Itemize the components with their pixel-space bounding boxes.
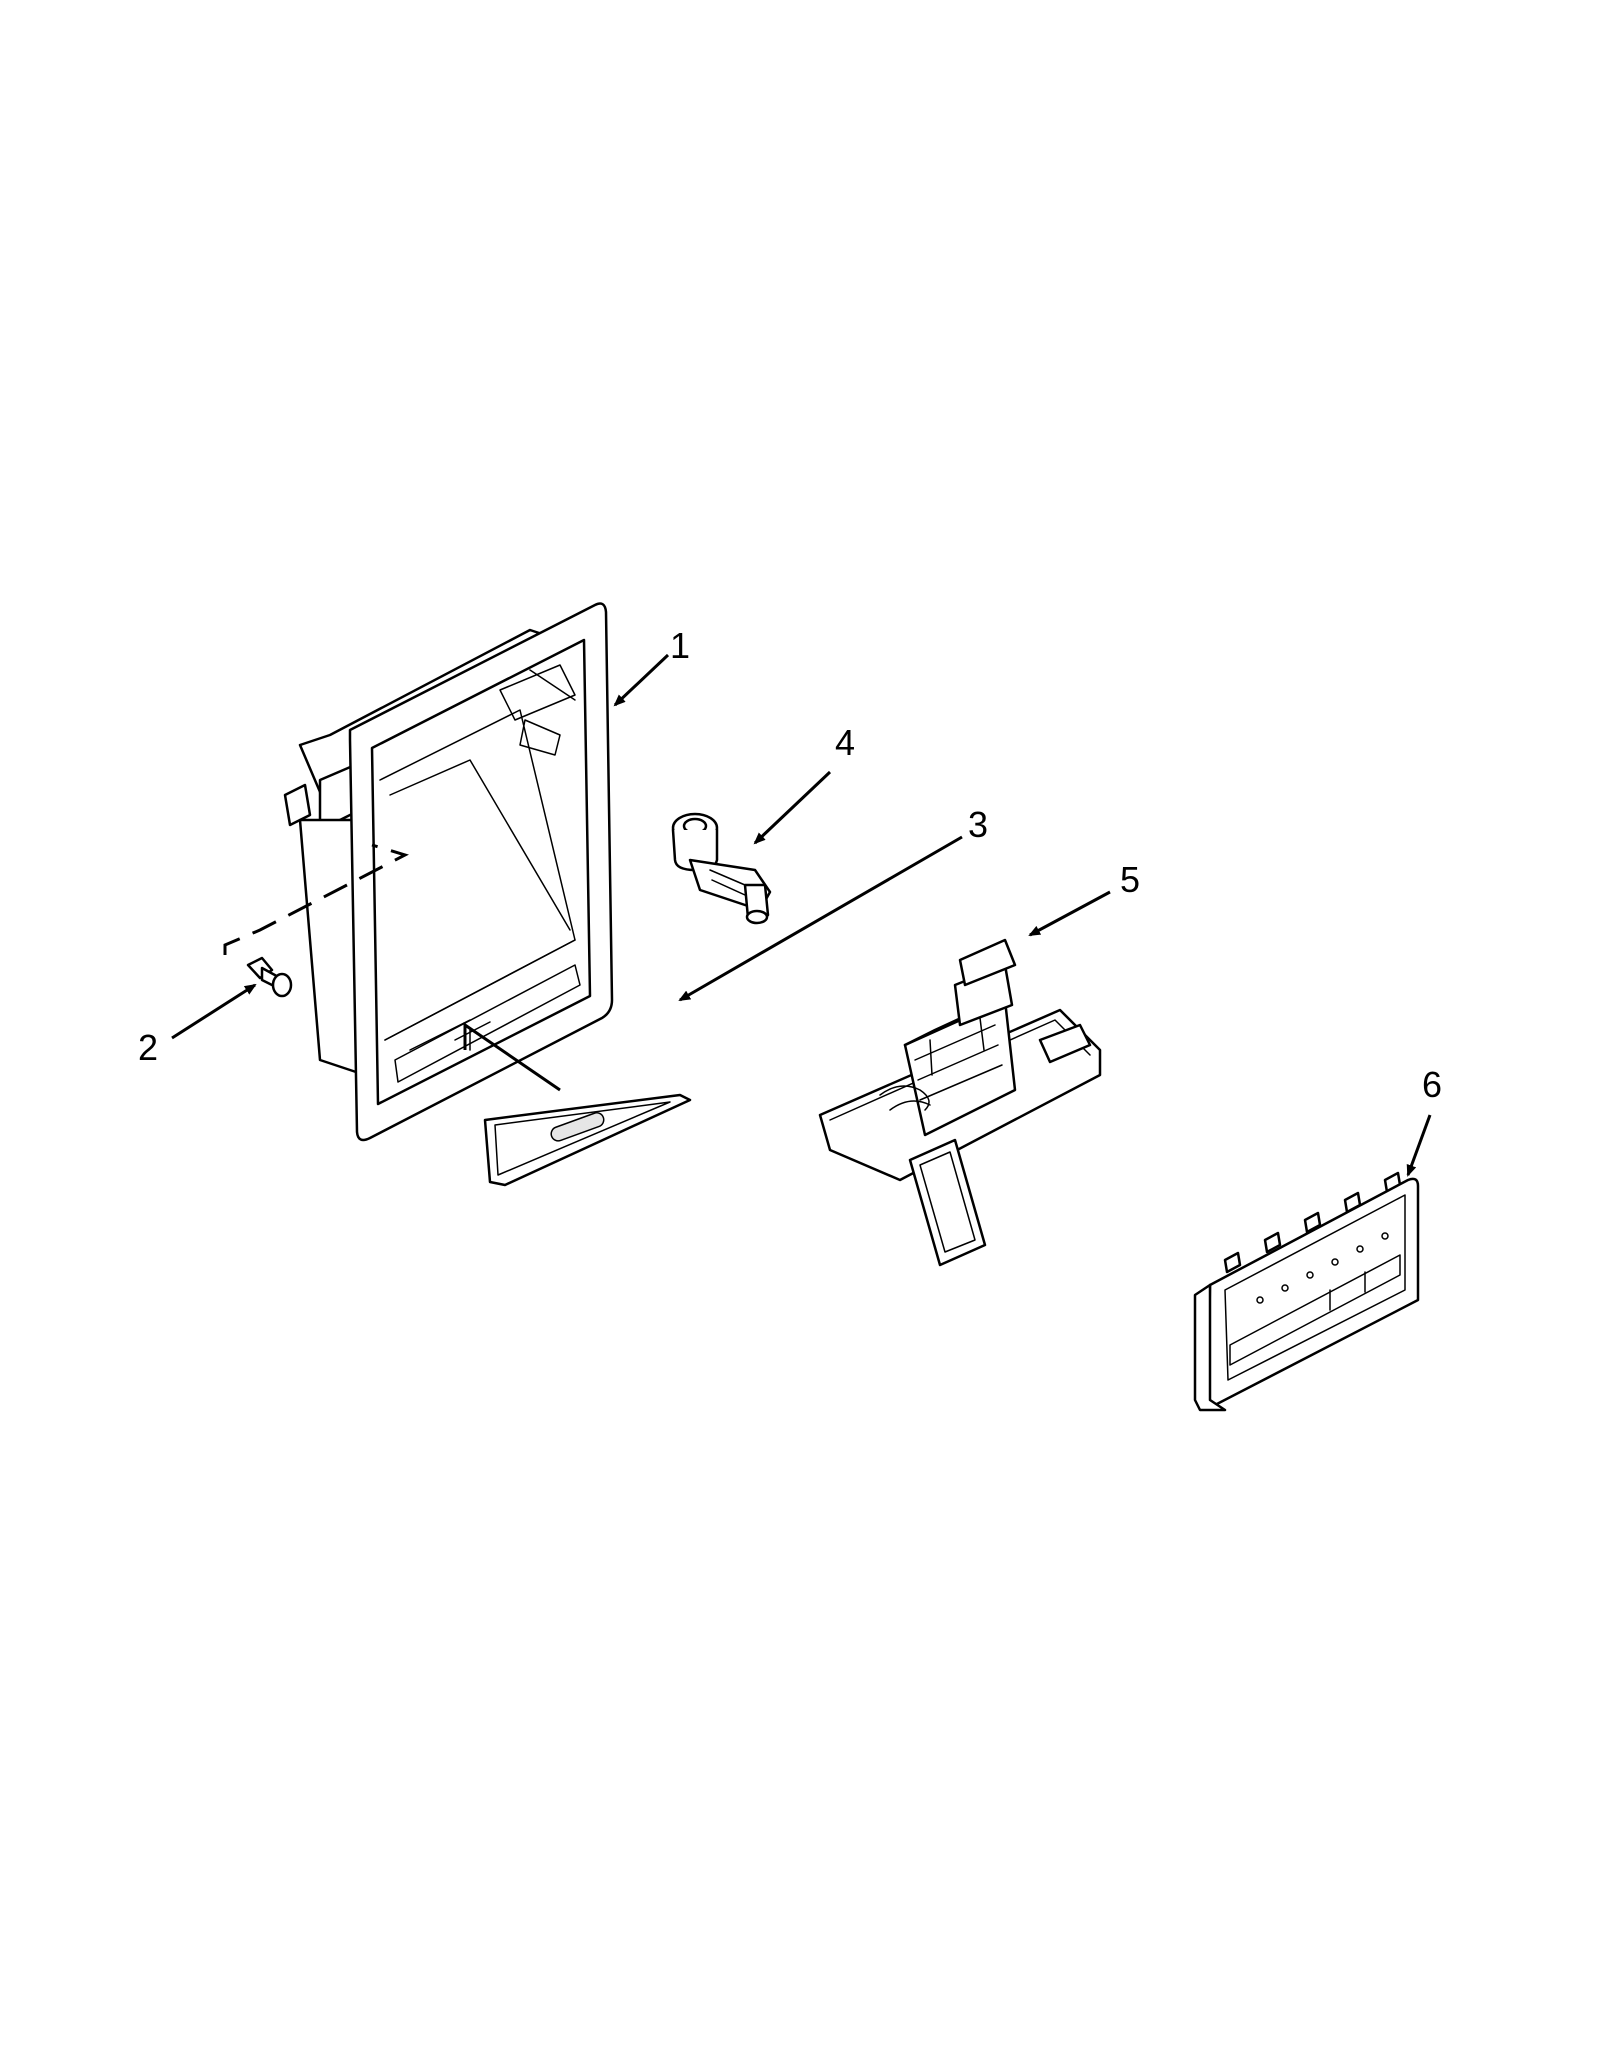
water-nozzle-part-4: [671, 812, 772, 925]
screw-alignment-line: [223, 843, 409, 955]
leader-line-5: [1028, 890, 1111, 937]
leader-line-1: [613, 653, 670, 707]
screw-part-2: [246, 956, 293, 998]
control-panel-part-6: [1193, 1171, 1420, 1412]
callout-5: 5: [1120, 859, 1140, 900]
callout-labels: 1 2 3 4 5 6: [138, 625, 1442, 1105]
leader-line-6: [1406, 1114, 1432, 1177]
dispenser-housing-part-1: [283, 602, 614, 1142]
leader-line-2: [171, 983, 257, 1040]
leader-lines: [171, 653, 1432, 1177]
dispenser-control-assembly-part-5: [818, 938, 1102, 1267]
callout-4: 4: [835, 722, 855, 763]
callout-1: 1: [670, 625, 690, 666]
leader-line-4: [753, 770, 832, 845]
callout-6: 6: [1422, 1064, 1442, 1105]
grille-alignment-line: [463, 1022, 561, 1092]
leader-line-3: [678, 835, 963, 1002]
drip-tray-grille-part-3: [483, 1093, 692, 1187]
callout-3: 3: [968, 804, 988, 845]
callout-2: 2: [138, 1027, 158, 1068]
